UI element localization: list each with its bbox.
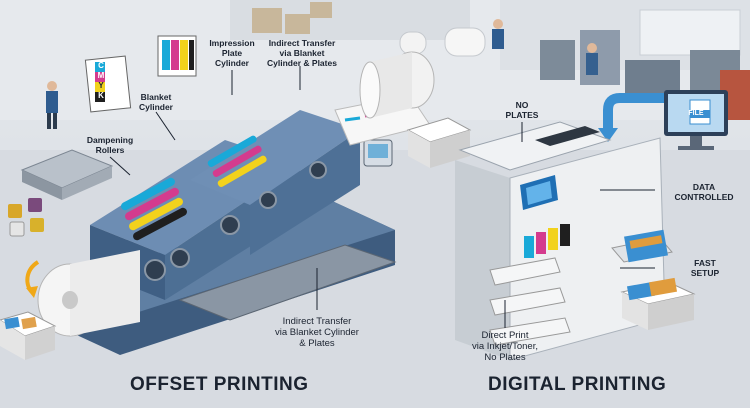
cmyk-letter-k: K <box>98 91 104 100</box>
cmyk-letter-c: C <box>98 61 104 70</box>
label-impression-plate-cylinder: Impression Plate Cylinder <box>209 38 255 68</box>
cmyk-sheets <box>84 35 197 113</box>
ink-cans <box>8 198 44 237</box>
digital-printing-title: DIGITAL PRINTING <box>488 374 667 395</box>
cmyk-letters: C M Y K <box>97 61 105 101</box>
label-blanket-cylinder: Blanket Cylinder <box>138 92 173 112</box>
label-data-controlled: DATA CONTROLLED <box>674 182 734 202</box>
offset-press <box>0 51 472 360</box>
data-flow-arrow <box>598 93 668 142</box>
leader-lines <box>109 66 655 328</box>
file-icon-label: FILE <box>688 110 704 117</box>
monitor-icon <box>664 90 728 150</box>
label-indirect-transfer-bottom: Indirect Transfer via Blanket Cylinder &… <box>275 316 359 349</box>
label-direct-print: Direct Print via Inkjet/Toner, No Plates <box>471 330 538 363</box>
cmyk-letter-y: Y <box>98 81 104 90</box>
cmyk-letter-m: M <box>97 71 105 80</box>
label-fast-setup: FAST SETUP <box>690 258 720 278</box>
label-indirect-transfer-top: Indirect Transfer via Blanket Cylinder &… <box>267 38 337 68</box>
plate-stack <box>20 149 114 200</box>
label-dampening-rollers: Dampening Rollers <box>86 135 134 155</box>
label-no-plates: NO PLATES <box>505 100 539 120</box>
digital-press <box>455 121 696 361</box>
offset-printing-title: OFFSET PRINTING <box>130 374 309 395</box>
